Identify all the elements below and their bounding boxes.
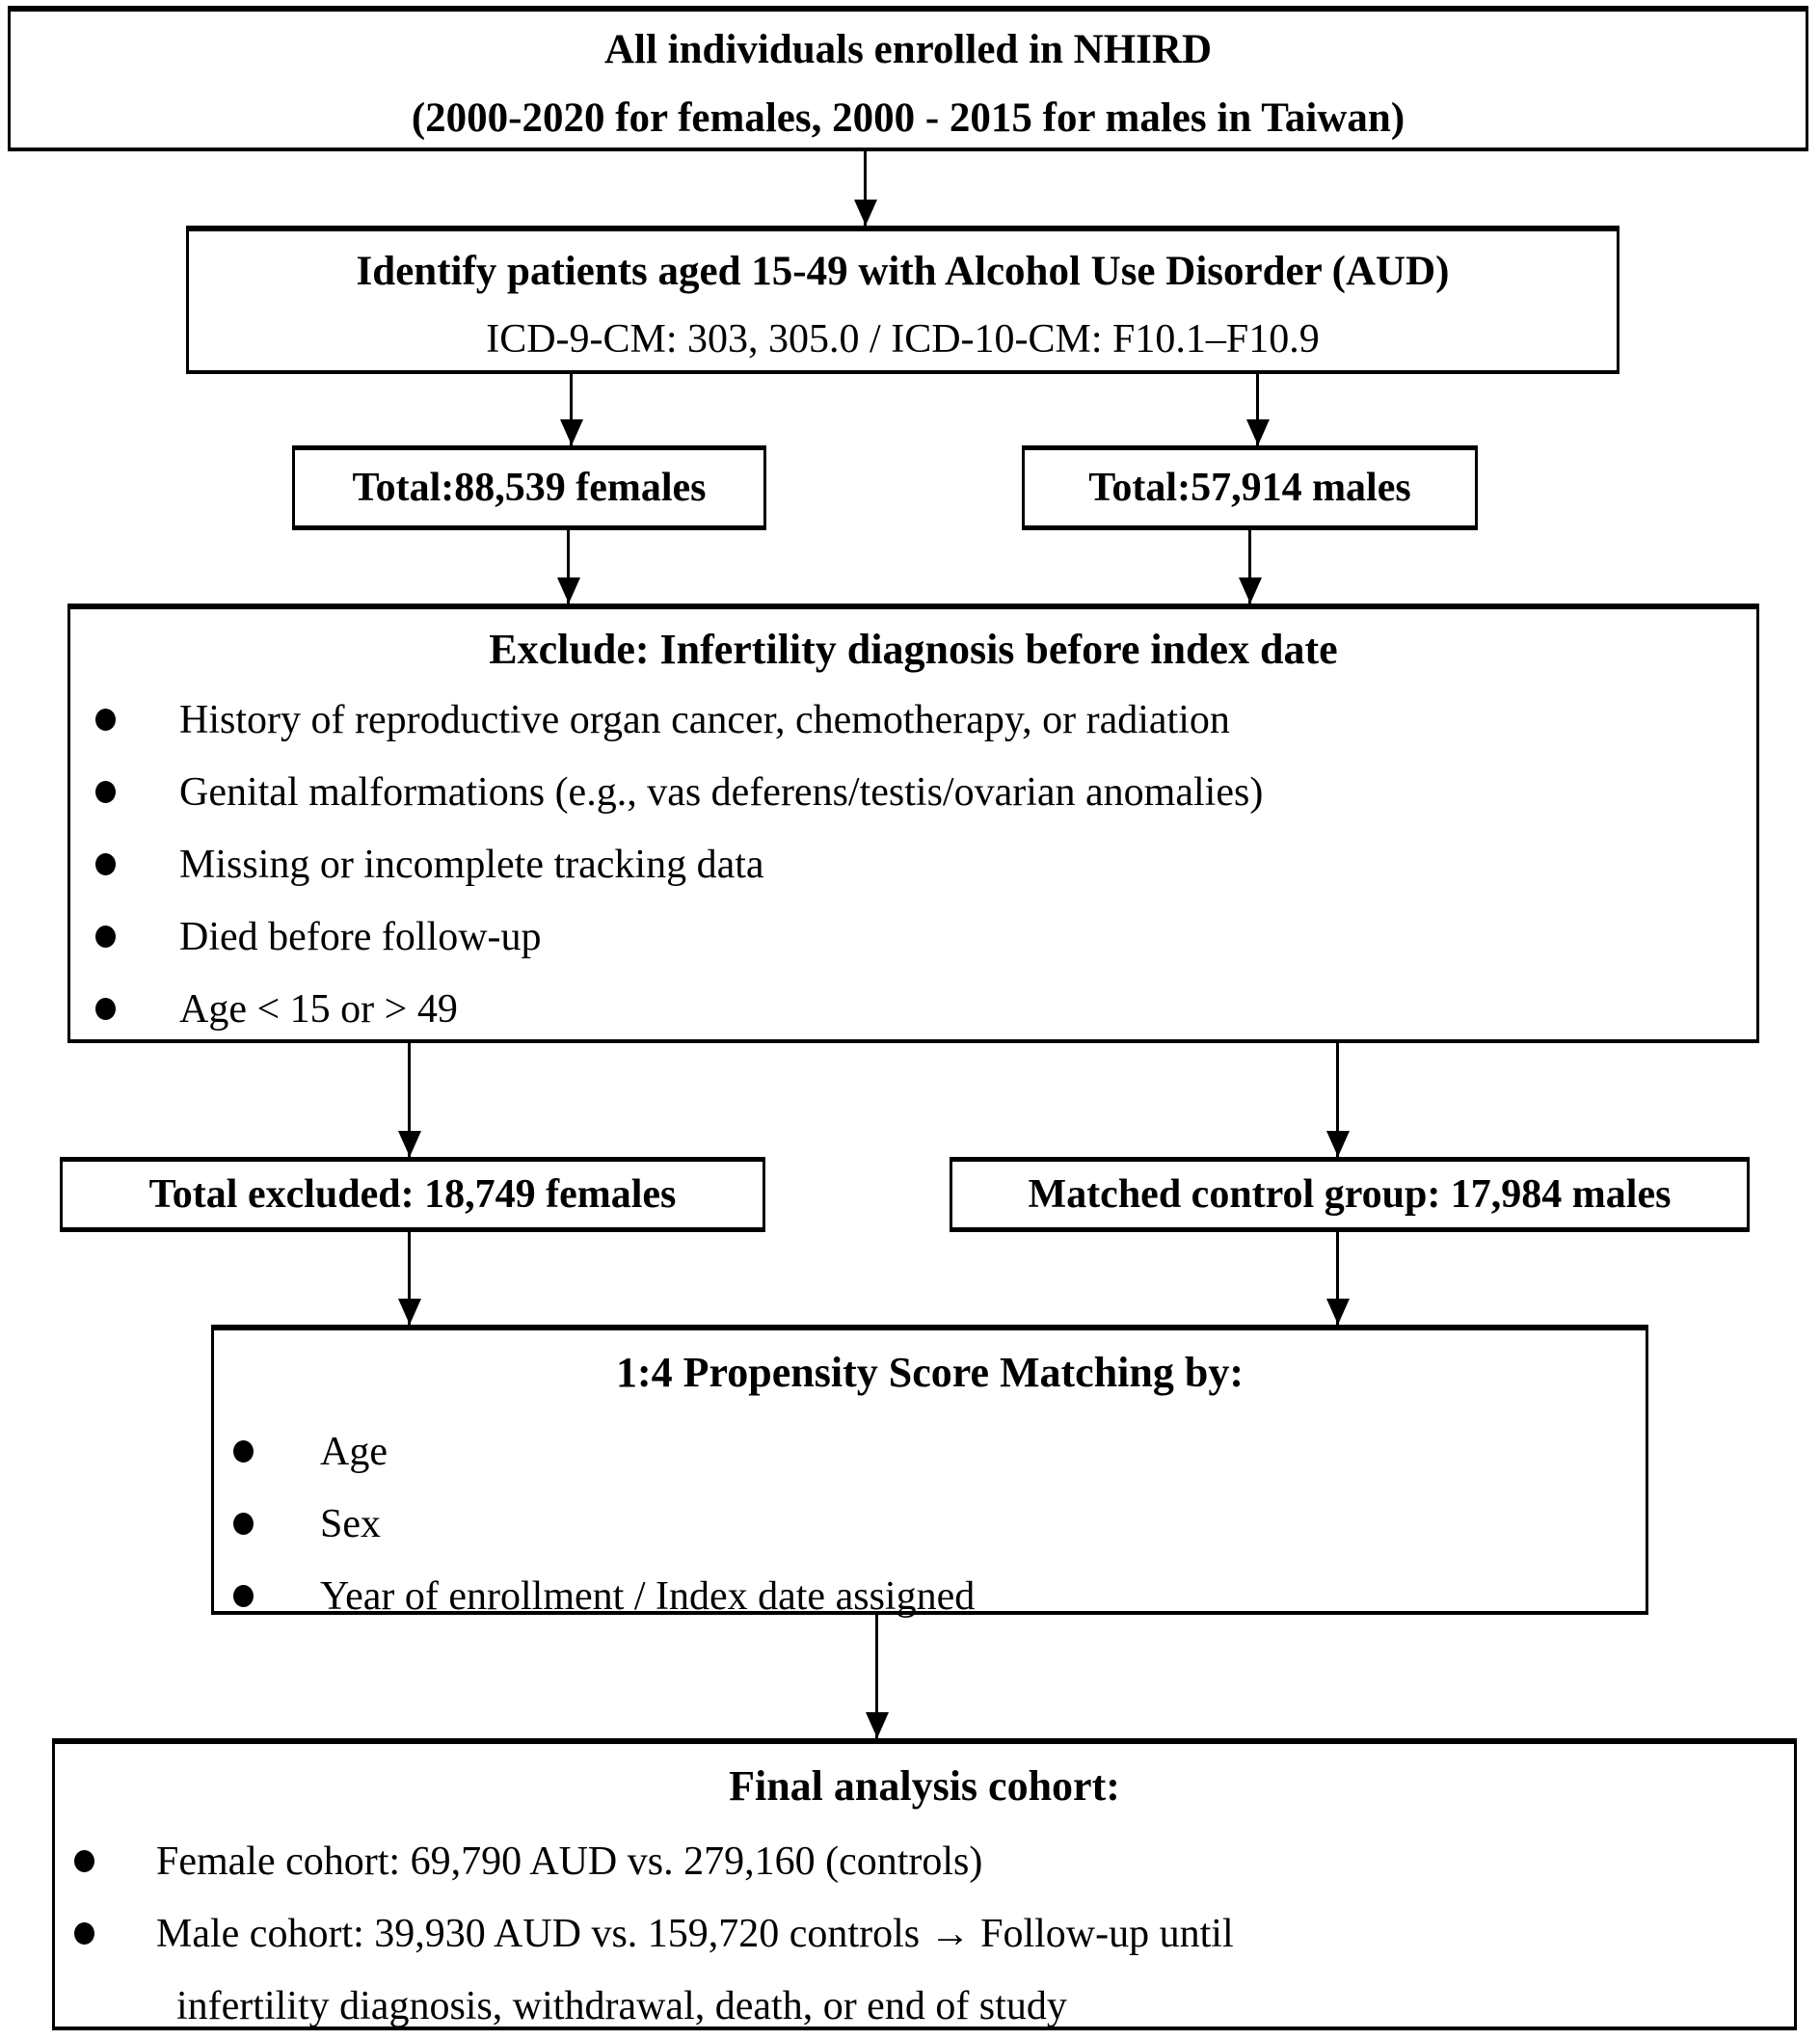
box-total-males: Total:57,914 males [1022,445,1478,530]
final-item: Female cohort: 69,790 AUD vs. 279,160 (c… [74,1825,1794,1897]
bullet-icon [95,853,116,875]
exclude-item: Genital malformations (e.g., vas deferen… [95,756,1756,828]
exclude-item: Age < 15 or > 49 [95,973,1756,1045]
box-total-excluded-females: Total excluded: 18,749 females [60,1157,765,1232]
bullet-icon [95,709,116,731]
bullet-icon [233,1513,254,1535]
bullet-icon [233,1440,254,1463]
enrolled-line2: (2000-2020 for females, 2000 - 2015 for … [411,95,1405,141]
arrow-identify-to-total-females [570,374,573,445]
arrow-males-to-exclude [1248,530,1251,604]
identify-line2: ICD-9-CM: 303, 305.0 / ICD-10-CM: F10.1–… [486,317,1320,362]
psm-item-text: Year of enrollment / Index date assigned [320,1573,976,1619]
arrow-enrolled-to-identify [864,151,867,226]
exclude-item-text: History of reproductive organ cancer, ch… [179,697,1230,742]
psm-item: Age [233,1415,1646,1488]
exclude-item: History of reproductive organ cancer, ch… [95,684,1756,756]
bullet-icon [74,1850,94,1872]
exclude-item-text: Missing or incomplete tracking data [179,842,764,887]
exclude-item: Missing or incomplete tracking data [95,828,1756,900]
matched-control-males-label: Matched control group: 17,984 males [1028,1172,1672,1217]
psm-item: Sex [233,1488,1646,1560]
psm-item-text: Sex [320,1501,381,1546]
arrow-matched-males-to-psm [1336,1232,1339,1325]
bullet-icon [74,1922,94,1945]
final-item-continuation: infertility diagnosis, withdrawal, death… [176,1983,1067,2028]
bullet-icon [233,1585,254,1607]
arrow-identify-to-total-males [1256,374,1259,445]
final-title: Final analysis cohort: [729,1762,1120,1810]
enrolled-line1: All individuals enrolled in NHIRD [603,27,1213,72]
exclude-item-text: Age < 15 or > 49 [179,986,458,1032]
box-final-cohort: Final analysis cohort: Female cohort: 69… [52,1738,1797,2030]
arrow-exclude-to-excluded-females [408,1043,411,1157]
psm-item-text: Age [320,1429,388,1474]
total-excluded-females-label: Total excluded: 18,749 females [148,1172,677,1217]
box-propensity-matching: 1:4 Propensity Score Matching by: Age Se… [211,1325,1648,1619]
box-exclusion-criteria: Exclude: Infertility diagnosis before in… [67,604,1759,1043]
identify-line1: Identify patients aged 15-49 with Alcoho… [356,249,1450,294]
bullet-icon [95,998,116,1020]
total-females-label: Total:88,539 females [352,466,707,510]
arrow-females-to-exclude [567,530,570,604]
bullet-icon [95,926,116,948]
final-item-text: Female cohort: 69,790 AUD vs. 279,160 (c… [156,1839,983,1884]
box-total-females: Total:88,539 females [292,445,766,530]
arrow-exclude-to-matched-males [1336,1043,1339,1157]
psm-item: Year of enrollment / Index date assigned [233,1560,1646,1632]
exclude-title: Exclude: Infertility diagnosis before in… [489,626,1338,673]
bullet-icon [95,781,116,803]
arrow-psm-to-final [875,1615,878,1738]
box-matched-control-males: Matched control group: 17,984 males [950,1157,1750,1232]
psm-title: 1:4 Propensity Score Matching by: [616,1349,1244,1396]
total-males-label: Total:57,914 males [1088,466,1411,510]
arrow-excluded-females-to-psm [408,1232,411,1325]
exclude-item-text: Died before follow-up [179,914,542,959]
box-identify-aud: Identify patients aged 15-49 with Alcoho… [186,226,1619,374]
final-item-text: Male cohort: 39,930 AUD vs. 159,720 cont… [156,1911,1234,1956]
box-enrolled: All individuals enrolled in NHIRD (2000-… [8,6,1808,151]
exclude-item-text: Genital malformations (e.g., vas deferen… [179,769,1264,815]
final-item: Male cohort: 39,930 AUD vs. 159,720 cont… [74,1897,1794,1970]
exclude-item: Died before follow-up [95,900,1756,973]
